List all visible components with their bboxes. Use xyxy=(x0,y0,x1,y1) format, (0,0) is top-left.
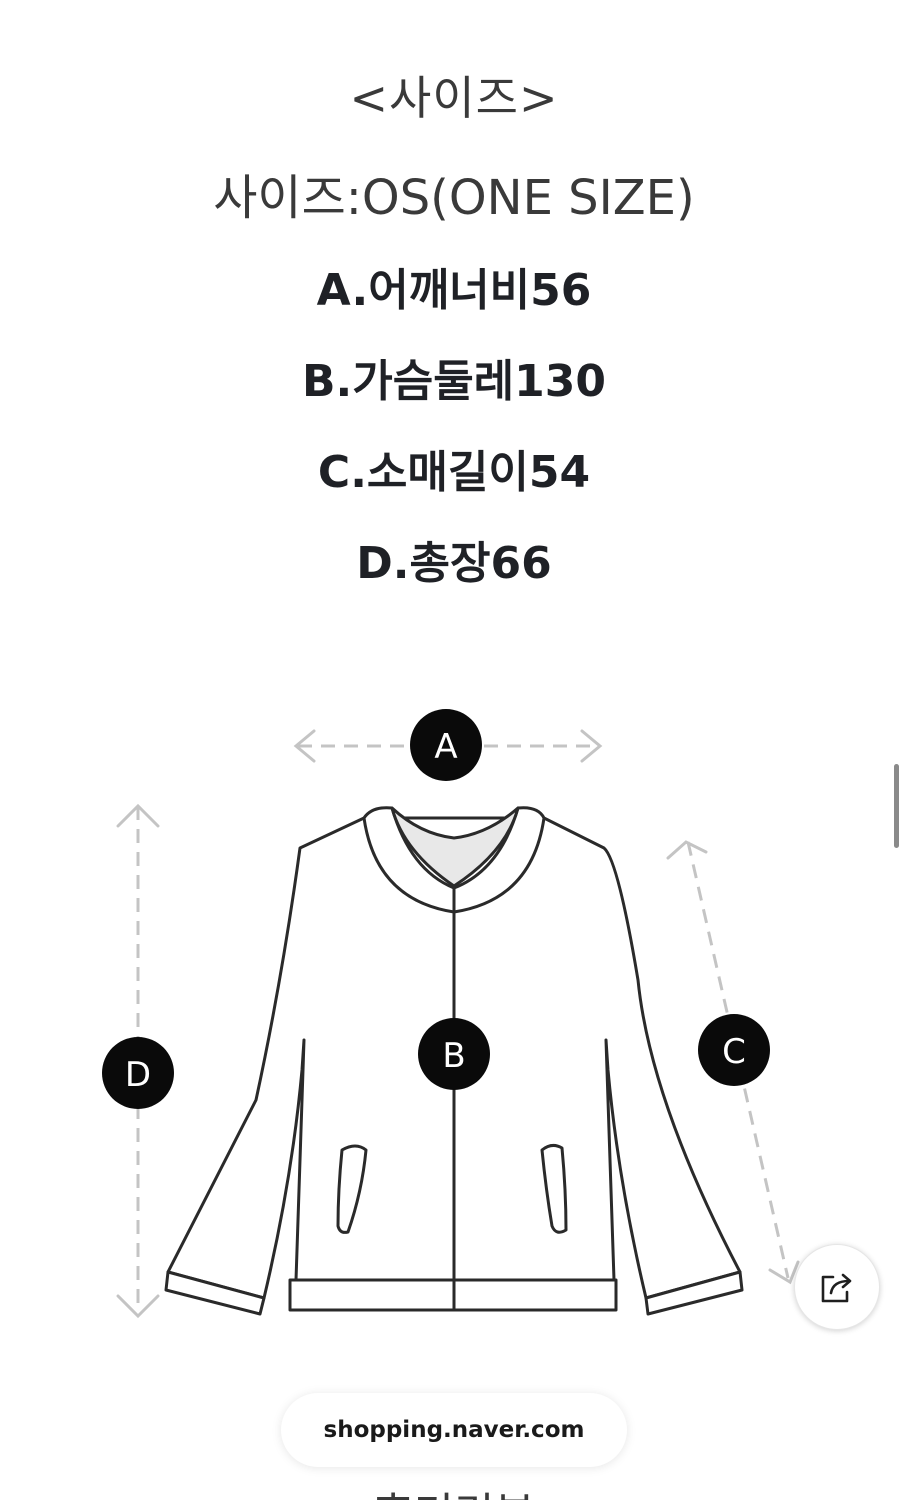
address-bar-url: shopping.naver.com xyxy=(323,1417,585,1443)
label-c-badge: C xyxy=(698,1014,770,1086)
measurement-sleeve: C.소매길이54 xyxy=(317,447,591,498)
label-d-text: D xyxy=(125,1055,151,1095)
share-button[interactable] xyxy=(794,1244,880,1330)
measurement-shoulder: A.어깨너비56 xyxy=(316,265,592,316)
measurement-length: D.총장66 xyxy=(356,538,552,589)
partial-section-text: 후기리뷰 xyxy=(0,1478,908,1500)
scrollbar-thumb[interactable] xyxy=(894,764,899,848)
jacket-size-diagram: A B C D xyxy=(102,709,800,1319)
size-line: 사이즈:OS(ONE SIZE) xyxy=(213,170,695,226)
label-b-text: B xyxy=(442,1036,465,1076)
label-a-badge: A xyxy=(410,709,482,781)
address-bar[interactable]: shopping.naver.com xyxy=(281,1393,627,1467)
label-a-text: A xyxy=(434,727,457,767)
label-c-text: C xyxy=(722,1032,746,1072)
measurement-chest: B.가슴둘레130 xyxy=(301,356,607,407)
size-title: <사이즈> xyxy=(349,71,559,125)
label-d-badge: D xyxy=(102,1037,174,1109)
label-b-badge: B xyxy=(418,1018,490,1090)
share-icon xyxy=(821,1273,852,1303)
